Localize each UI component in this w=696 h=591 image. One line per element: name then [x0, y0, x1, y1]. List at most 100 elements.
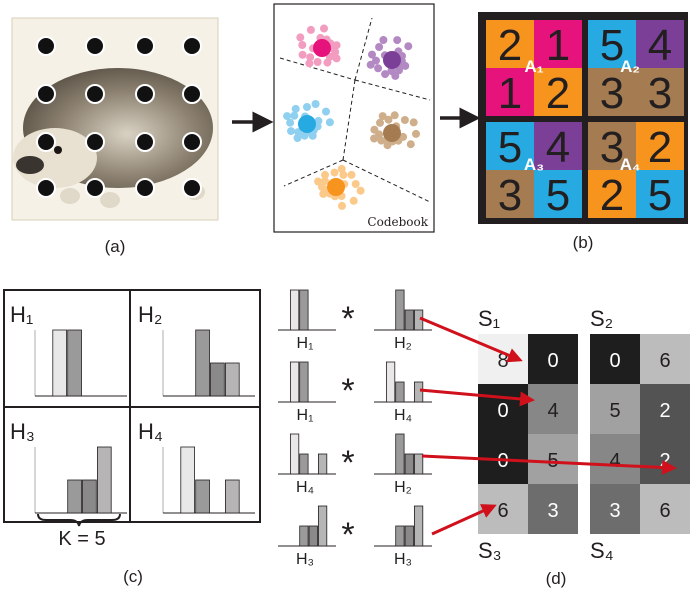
histogram-bar [299, 525, 309, 547]
sample-point [135, 132, 155, 152]
codebook-label: Codebook [367, 215, 428, 229]
pair-right-label: H₄ [394, 407, 412, 424]
grid-cell: 5 [636, 170, 684, 220]
histogram-bar [289, 433, 300, 475]
word-index: 2 [546, 69, 570, 118]
feature-point [401, 61, 410, 70]
matrix-label: S₂ [590, 306, 613, 331]
histogram [374, 505, 432, 547]
histogram [374, 361, 432, 403]
word-index: 1 [546, 21, 570, 70]
feature-point [325, 118, 334, 127]
panel-a: (a) [11, 17, 219, 256]
matrix-label: S₁ [478, 306, 500, 331]
histogram-bar [404, 525, 414, 547]
matrix-cell [590, 334, 640, 384]
histogram-bar [210, 362, 225, 397]
feature-point [287, 127, 295, 136]
matrix-value: 4 [609, 450, 620, 472]
histogram-bar [180, 446, 196, 514]
sample-point [85, 84, 105, 104]
pair-left-label: H₃ [296, 551, 314, 568]
histogram [278, 289, 336, 331]
matrix-cell [640, 384, 690, 434]
feature-point [370, 125, 379, 134]
histogram-bar [67, 479, 82, 514]
feature-point [298, 41, 307, 49]
cluster-center [298, 115, 316, 133]
histogram [34, 329, 127, 397]
histogram-bar [224, 479, 240, 514]
pair-left-label: H₄ [296, 479, 314, 496]
histogram [278, 505, 336, 547]
feature-point [314, 116, 323, 125]
histogram [278, 361, 336, 403]
feature-point [404, 42, 413, 51]
word-index: 4 [648, 21, 672, 70]
grid-cell: 4 [636, 20, 684, 70]
matrix-value: 2 [659, 400, 670, 422]
grid-cell: 1 [486, 68, 534, 118]
feature-point [356, 186, 365, 195]
histogram-bar [195, 479, 210, 514]
pair-left-label: H₁ [297, 407, 314, 424]
word-index: 3 [600, 69, 624, 118]
grid-cell: 2 [588, 170, 636, 220]
feature-clusters [283, 24, 420, 210]
histogram-bar [195, 329, 210, 397]
pair-left-label: H₁ [297, 335, 314, 352]
cluster [314, 164, 365, 210]
histogram-bar [67, 329, 82, 397]
feature-point [347, 170, 356, 179]
histogram-bar [317, 505, 328, 547]
hedgehog-image [13, 68, 213, 208]
grid-cell: 1 [534, 20, 582, 70]
sample-point [135, 36, 155, 56]
matrix-cell [528, 384, 578, 434]
histogram-bar [299, 453, 309, 475]
sample-point [135, 84, 155, 104]
panel-c-label: (c) [123, 567, 143, 586]
feature-point [300, 131, 309, 140]
feature-point [293, 134, 302, 142]
matrix-value: 0 [497, 400, 508, 422]
grid-cell: 3 [588, 68, 636, 118]
histogram [162, 329, 255, 397]
matrix-value: 5 [609, 400, 620, 422]
word-index: 2 [498, 21, 522, 70]
feature-point [383, 141, 392, 150]
sample-point [36, 178, 56, 198]
mapping-arrow [419, 388, 535, 407]
matrix-cell [528, 334, 578, 384]
feature-point [384, 115, 393, 124]
grid-cell: 3 [588, 122, 636, 172]
matrix-value: 0 [547, 350, 558, 372]
feature-point [374, 64, 383, 73]
pair-right-label: H₂ [394, 479, 412, 496]
histogram-label: H₁ [10, 302, 33, 327]
sample-point [182, 132, 202, 152]
matrix-cell [528, 484, 578, 534]
matrix-value: 3 [547, 500, 558, 522]
word-index: 5 [648, 171, 672, 220]
histogram-bar [395, 433, 405, 475]
feature-point [332, 54, 341, 63]
feature-point [370, 134, 379, 143]
feature-point [306, 53, 315, 62]
feature-point [339, 170, 348, 179]
feature-point [291, 104, 300, 113]
product-operator: * [341, 300, 354, 338]
product-operator: * [341, 444, 354, 482]
feature-point [305, 59, 314, 68]
histogram-bar [385, 361, 396, 403]
cluster-center [383, 51, 401, 69]
feature-point [331, 48, 340, 57]
mapping-arrow [421, 454, 677, 475]
word-index: 4 [546, 123, 570, 172]
histogram [162, 446, 255, 514]
histogram-bar [289, 361, 300, 403]
sample-point [85, 132, 105, 152]
matrix-value: 4 [547, 400, 558, 422]
sample-point [182, 36, 202, 56]
